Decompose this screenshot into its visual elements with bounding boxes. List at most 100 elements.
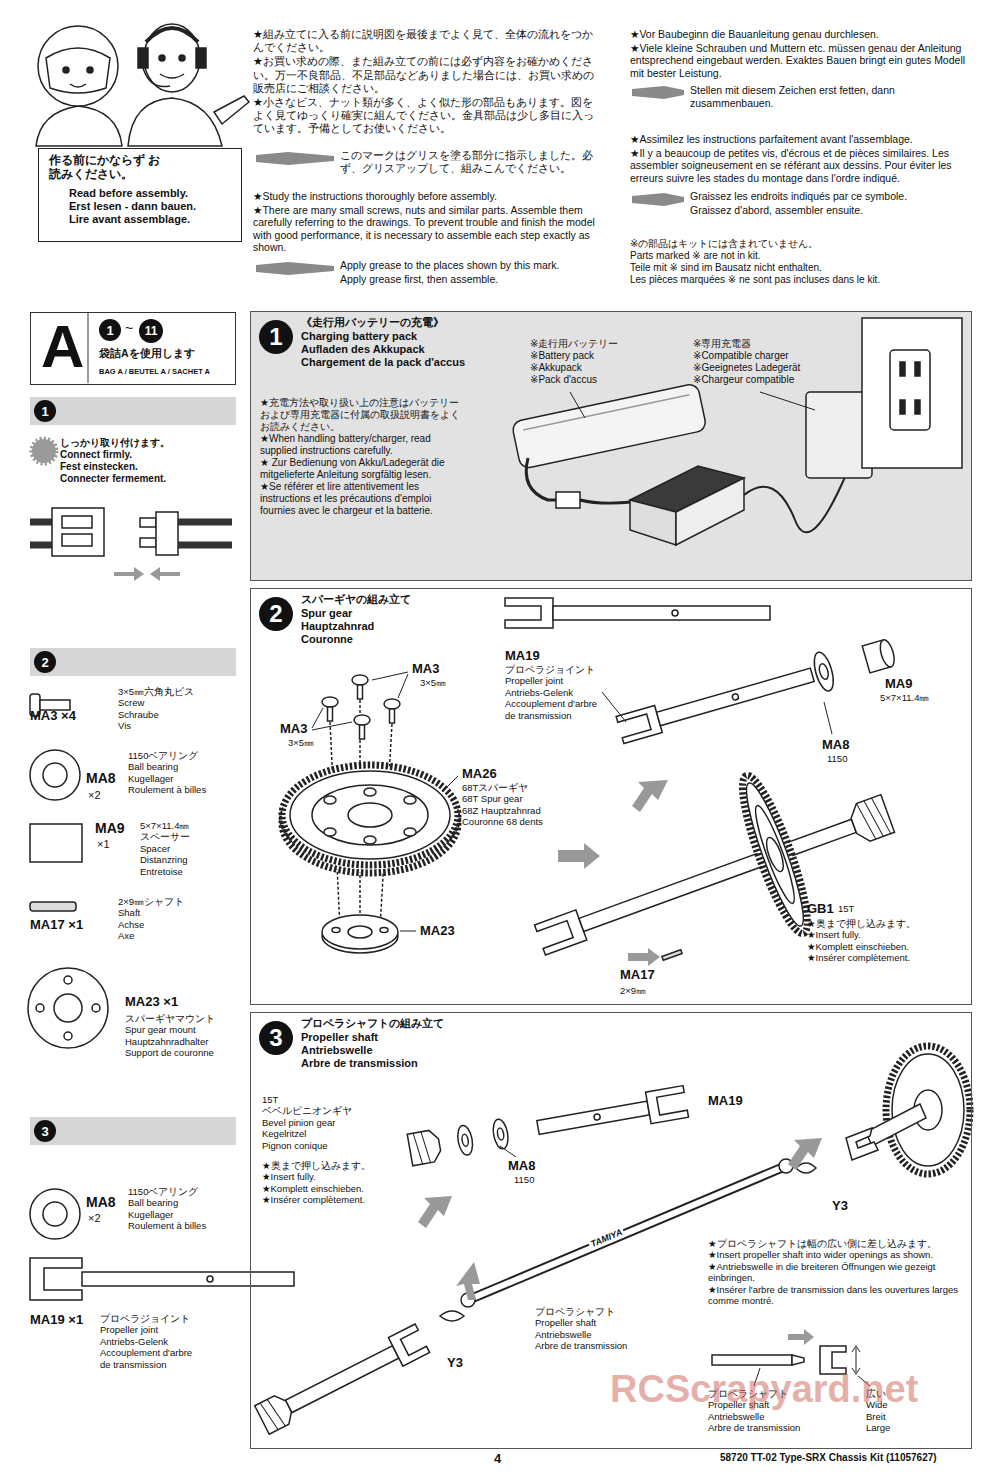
part-name: Arbre de transmission	[535, 1340, 665, 1351]
dimension: 1150	[827, 753, 847, 764]
part-label: ※Pack d'accus	[530, 374, 680, 386]
part-label: ※専用充電器	[693, 338, 843, 350]
instruction-note: ★ Zur Bedienung von Akku/Ladegerät die m…	[260, 457, 460, 481]
part-code: MA8	[508, 1158, 535, 1174]
cartoon	[46, 48, 110, 93]
box-text: Spur gear	[301, 607, 352, 620]
spur-gear-illustration	[348, 926, 372, 938]
instruction-note: ★Insert fully.	[262, 1171, 402, 1182]
spur-gear-assembly	[614, 632, 898, 749]
battery-charger-illustration	[915, 400, 920, 414]
part-icons	[64, 976, 72, 984]
grease-mark	[256, 262, 334, 275]
spur-gear-illustration	[322, 915, 398, 949]
grease-note: Graissez les endroits indiqués par ce sy…	[690, 190, 975, 203]
part-icons	[30, 1189, 80, 1239]
spur-gear-assembly	[511, 735, 916, 1019]
propeller-shaft-assembly	[456, 1124, 475, 1156]
part-name: Achse	[118, 919, 238, 930]
step-number: 1	[99, 319, 121, 341]
propeller-shaft-assembly	[456, 1262, 480, 1300]
part-name: Couronne 68 dents	[462, 816, 582, 827]
spur-gear-illustration	[312, 708, 352, 730]
propeller-shaft-assembly	[491, 1118, 510, 1150]
step-bar: 2	[30, 648, 236, 676]
battery-charger-illustration	[862, 318, 962, 468]
connector-illustration	[156, 512, 178, 555]
part-code: MA17	[620, 967, 655, 983]
part-code: MA17 ×1	[30, 917, 83, 933]
box-text: BAG A / BEUTEL A / SACHET A	[99, 367, 210, 376]
box-text: ~	[125, 320, 133, 337]
part-label: ※Battery pack	[530, 350, 680, 362]
part-icons	[30, 824, 82, 862]
battery-charger-illustration	[523, 395, 689, 430]
part-name: Antriebswelle	[535, 1329, 665, 1340]
dimension: Large	[866, 1422, 926, 1433]
part-icons	[28, 968, 108, 1048]
propeller-shaft-assembly	[413, 1131, 430, 1165]
part-name: 68Z Hauptzahnrad	[462, 805, 582, 816]
part-code: MA9	[885, 676, 912, 692]
battery-charger-illustration	[744, 470, 848, 532]
part-name: Spacer	[140, 843, 240, 854]
part-icons	[82, 1272, 294, 1286]
box-text: Chargement de la pack d'accus	[301, 356, 465, 369]
box-text: プロペラシャフトの組み立て	[301, 1017, 444, 1030]
spur-gear-assembly	[763, 836, 787, 874]
panel-fill	[88, 313, 89, 383]
propeller-shaft-assembly	[846, 1128, 878, 1160]
instruction-note: ★Se référer et lire attentivement les in…	[260, 481, 460, 517]
note-text: ★小さなビス、ナット類が多く、よく似た形の部品もあります。図をよく見てゆっくり確…	[253, 96, 598, 136]
part-name: スパーギヤマウント	[125, 1013, 240, 1024]
step-bar: 3	[30, 1117, 236, 1145]
spur-gear-illustration	[360, 725, 365, 739]
spur-gear-illustration	[384, 699, 400, 723]
spur-gear-assembly	[632, 780, 668, 812]
part-code: GB1	[807, 901, 834, 917]
spur-gear-illustration	[364, 836, 376, 844]
propeller-shaft-assembly	[440, 1311, 464, 1321]
battery-charger-illustration	[570, 392, 585, 418]
propeller-shaft-assembly	[461, 1134, 469, 1147]
part-name: Accouplement d'arbre de transmission	[505, 698, 605, 721]
panel-fill	[88, 311, 972, 581]
step-number: 3	[34, 1120, 56, 1142]
connector-illustration	[52, 508, 104, 556]
spur-gear-illustration	[380, 928, 388, 933]
propeller-shaft-assembly	[388, 1324, 429, 1366]
note-text: ★組み立てに入る前に説明図を最後までよく見て、全体の流れをつかんでください。	[253, 28, 598, 54]
cartoon	[36, 24, 249, 146]
part-icons	[30, 1258, 82, 1300]
cartoon	[128, 98, 222, 146]
step-number: 11	[139, 319, 163, 343]
box-text: Lire avant assemblage.	[69, 213, 239, 226]
part-name: Antriebs-Gelenk	[505, 687, 605, 698]
propeller-shaft-assembly	[255, 1324, 430, 1434]
dimension: 1150	[514, 1174, 534, 1185]
spur-gear-illustration	[348, 803, 392, 827]
instruction-note: ★When handling battery/charger, read sup…	[260, 433, 460, 457]
spur-gear-illustration	[352, 675, 368, 685]
step-number: 1	[259, 320, 293, 354]
spur-gear-illustration	[390, 709, 395, 723]
spur-gear-illustration	[558, 843, 600, 869]
part-icons	[92, 1004, 100, 1012]
connector-illustration	[150, 567, 180, 581]
part-name: Shaft	[118, 907, 238, 918]
instruction-note: ★奥まで押し込みます。	[262, 1160, 402, 1171]
box-text: スパーギヤの組み立て	[301, 593, 411, 606]
grease-mark	[632, 86, 684, 99]
box-text: Propeller shaft	[301, 1031, 378, 1044]
box-text: Hauptzahnrad	[301, 620, 374, 633]
instruction-note: ★Antriebswelle in die breiteren Öffnunge…	[708, 1261, 970, 1284]
spur-gear-assembly	[878, 638, 897, 668]
dimension: 3×5㎜	[288, 737, 314, 748]
part-name: Screw	[118, 697, 238, 708]
battery-charger-illustration	[511, 383, 707, 469]
cartoon	[38, 26, 118, 106]
part-name: 3×5㎜六角丸ビス	[118, 686, 238, 697]
part-label: ※Akkupack	[530, 362, 680, 374]
propeller-shaft-assembly	[260, 1398, 285, 1432]
insertion-detail	[792, 1355, 804, 1365]
